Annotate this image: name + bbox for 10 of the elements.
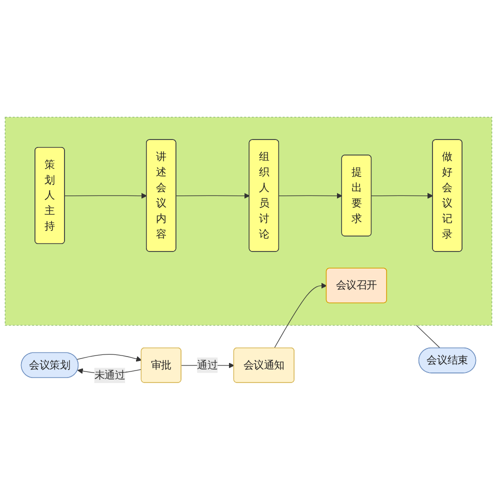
arrow <box>176 192 250 198</box>
edge-label: 未通过 <box>94 368 126 382</box>
arrow <box>76 354 142 362</box>
arrow <box>371 192 434 198</box>
edge-label: 通过 <box>197 358 218 371</box>
arrow <box>274 282 327 348</box>
arrow <box>64 192 147 198</box>
arrow <box>278 192 342 198</box>
connector <box>416 324 440 348</box>
cluster <box>4 116 492 326</box>
